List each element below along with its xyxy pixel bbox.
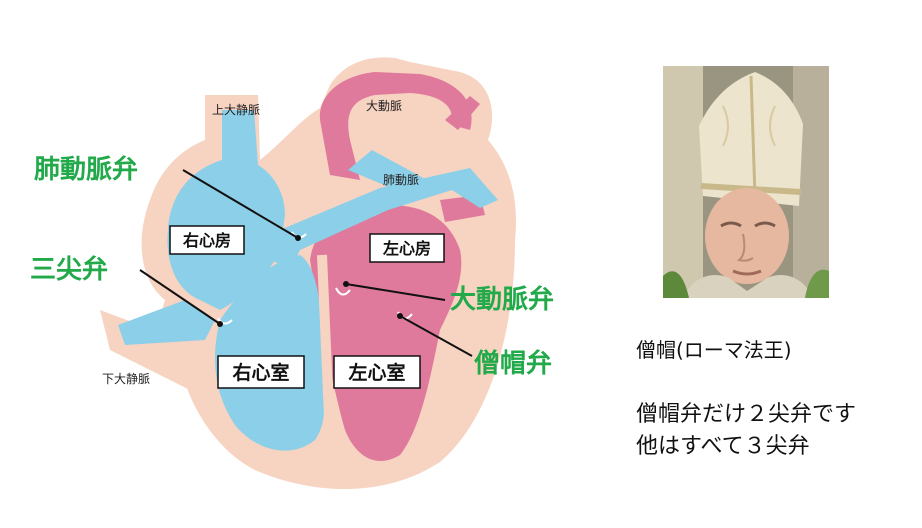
right-atrium-box: 右心房 (169, 225, 245, 255)
pointer-lines (139, 169, 473, 357)
right-heart (118, 110, 498, 451)
mitral-valve-label: 僧帽弁 (474, 348, 552, 379)
left-atrium-box: 左心房 (369, 233, 445, 263)
pulmonary-valve-label: 肺動脈弁 (34, 154, 138, 185)
pope-mitre-photo (663, 66, 829, 298)
heart-diagram: 上大静脈 大動脈 肺動脈 下大静脈 右心房 左心房 右心室 左心室 肺動脈弁 三… (30, 57, 554, 490)
right-atrium-label: 右心房 (183, 231, 231, 250)
pulmonary-artery-label: 肺動脈 (383, 173, 419, 187)
left-ventricle-label: 左心室 (348, 361, 405, 384)
photo-caption: 僧帽(ローマ法王) (636, 338, 792, 362)
inferior-vena-cava-label: 下大静脈 (102, 372, 150, 386)
pointer-dots (217, 235, 403, 327)
left-atrium-label: 左心房 (382, 239, 431, 258)
septum (317, 254, 335, 441)
note-line-1: 僧帽弁だけ２尖弁です (636, 402, 857, 427)
right-ventricle-box: 右心室 (217, 355, 305, 389)
aortic-valve-label: 大動脈弁 (450, 284, 554, 315)
aorta-label: 大動脈 (366, 99, 402, 113)
tricuspid-valve-label: 三尖弁 (30, 254, 108, 285)
right-ventricle-label: 右心室 (231, 361, 289, 384)
note-line-2: 他はすべて３尖弁 (636, 434, 810, 459)
superior-vena-cava-label: 上大静脈 (212, 103, 260, 117)
left-ventricle-box: 左心室 (333, 355, 421, 389)
